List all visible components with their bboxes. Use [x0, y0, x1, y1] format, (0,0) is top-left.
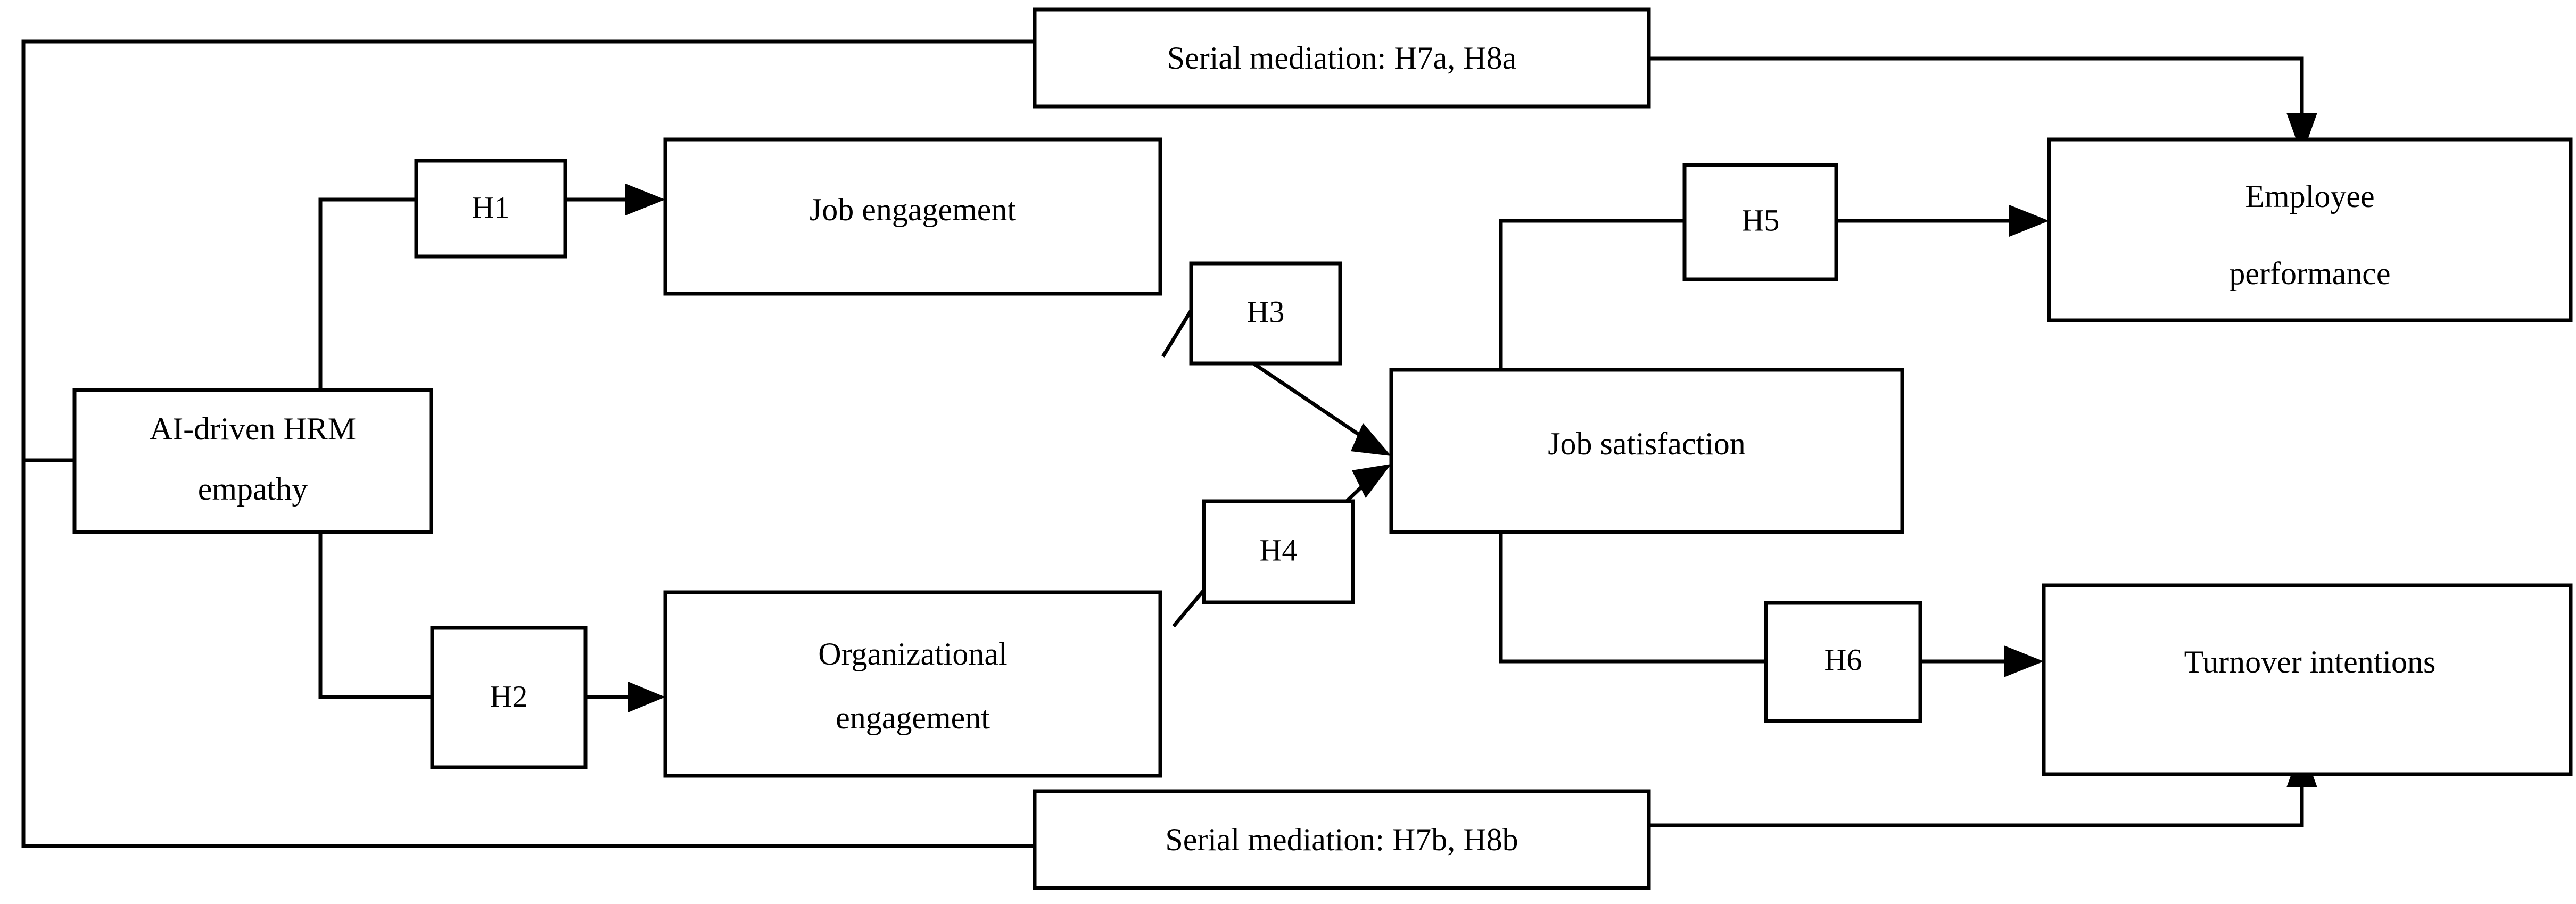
- node-employee-performance[interactable]: Employee performance: [2047, 137, 2573, 322]
- hypothesis-h3[interactable]: H3: [1189, 261, 1342, 366]
- edge-job-satisfaction-to-h5: [1499, 219, 1685, 370]
- arrowhead-h3-job-satisfaction: [1351, 423, 1391, 456]
- arrowhead-h4-job-satisfaction: [1352, 464, 1391, 498]
- serial-mediation-bottom-box[interactable]: [1033, 789, 1651, 890]
- node-ai-driven-hrm-empathy-label-line1: AI-driven HRM: [150, 411, 356, 446]
- node-organizational-engagement-box[interactable]: [663, 590, 1162, 778]
- hypothesis-h4[interactable]: H4: [1202, 499, 1355, 604]
- node-job-satisfaction-label: Job satisfaction: [1548, 426, 1746, 461]
- node-employee-performance-label-line1: Employee: [2245, 179, 2374, 214]
- edge-antecedent-to-h1: [318, 197, 416, 390]
- node-organizational-engagement[interactable]: Organizational engagement: [663, 590, 1162, 778]
- edge-antecedent-to-h2: [318, 532, 432, 699]
- hypothesis-h4-box[interactable]: [1202, 499, 1355, 604]
- node-organizational-engagement-label-line1: Organizational: [818, 636, 1007, 671]
- hypothesis-h3-box[interactable]: [1189, 261, 1342, 366]
- hypothesis-h2-label: H2: [490, 679, 528, 714]
- node-turnover-intentions-label: Turnover intentions: [2184, 644, 2436, 679]
- hypothesis-h4-label: H4: [1260, 533, 1298, 567]
- hypothesis-h2[interactable]: H2: [430, 626, 588, 769]
- arrowhead-right-org-engagement: [628, 682, 665, 712]
- edge-antecedent-to-bottom-mediation: [21, 458, 1035, 848]
- node-ai-driven-hrm-empathy[interactable]: AI-driven HRM empathy: [72, 388, 433, 534]
- hypothesis-h6[interactable]: H6: [1764, 601, 1922, 723]
- serial-mediation-top[interactable]: Serial mediation: H7a, H8a: [1033, 7, 1651, 109]
- hypothesis-h6-label: H6: [1824, 642, 1862, 677]
- node-turnover-intentions-box[interactable]: [2042, 583, 2573, 776]
- node-turnover-intentions[interactable]: Turnover intentions: [2042, 583, 2573, 776]
- hypothesis-h5[interactable]: H5: [1682, 163, 1838, 281]
- serial-mediation-bottom-label: Serial mediation: H7b, H8b: [1165, 822, 1518, 857]
- hypothesis-h1-label: H1: [472, 190, 510, 225]
- node-job-engagement-box[interactable]: [663, 137, 1162, 296]
- hypothesis-h2-box[interactable]: [430, 626, 588, 769]
- node-ai-driven-hrm-empathy-box[interactable]: [72, 388, 433, 534]
- node-job-satisfaction[interactable]: Job satisfaction: [1389, 368, 1904, 534]
- arrowhead-down-employee-performance: [2286, 113, 2317, 155]
- hypothesis-h6-box[interactable]: [1764, 601, 1922, 723]
- edge-h3-to-job-satisfaction: [1251, 361, 1369, 442]
- node-job-engagement[interactable]: Job engagement: [663, 137, 1162, 296]
- node-organizational-engagement-label-line2: engagement: [836, 700, 990, 735]
- serial-mediation-bottom[interactable]: Serial mediation: H7b, H8b: [1033, 789, 1651, 890]
- arrowhead-right-job-engagement: [625, 184, 665, 215]
- arrowhead-right-turnover-intentions: [2004, 645, 2044, 677]
- hypothesis-h1[interactable]: H1: [414, 159, 567, 259]
- node-ai-driven-hrm-empathy-label-line2: empathy: [198, 471, 308, 507]
- hypothesis-h3-label: H3: [1247, 294, 1285, 329]
- edge-bottom-mediation-to-turnover-intentions: [1649, 774, 2304, 827]
- serial-mediation-top-label: Serial mediation: H7a, H8a: [1167, 40, 1516, 76]
- hypothesis-h5-box[interactable]: [1682, 163, 1838, 281]
- serial-mediation-top-box[interactable]: [1033, 7, 1651, 109]
- node-employee-performance-box[interactable]: [2047, 137, 2573, 322]
- arrowhead-right-employee-performance: [2009, 205, 2049, 237]
- hypothesis-h5-label: H5: [1742, 203, 1780, 237]
- edge-job-satisfaction-to-h6: [1499, 532, 1767, 664]
- hypothesis-h1-box[interactable]: [414, 159, 567, 259]
- node-employee-performance-label-line2: performance: [2229, 256, 2390, 291]
- edge-top-mediation-to-employee-performance: [1649, 56, 2304, 125]
- node-job-engagement-label: Job engagement: [810, 192, 1017, 227]
- node-job-satisfaction-box[interactable]: [1389, 368, 1904, 534]
